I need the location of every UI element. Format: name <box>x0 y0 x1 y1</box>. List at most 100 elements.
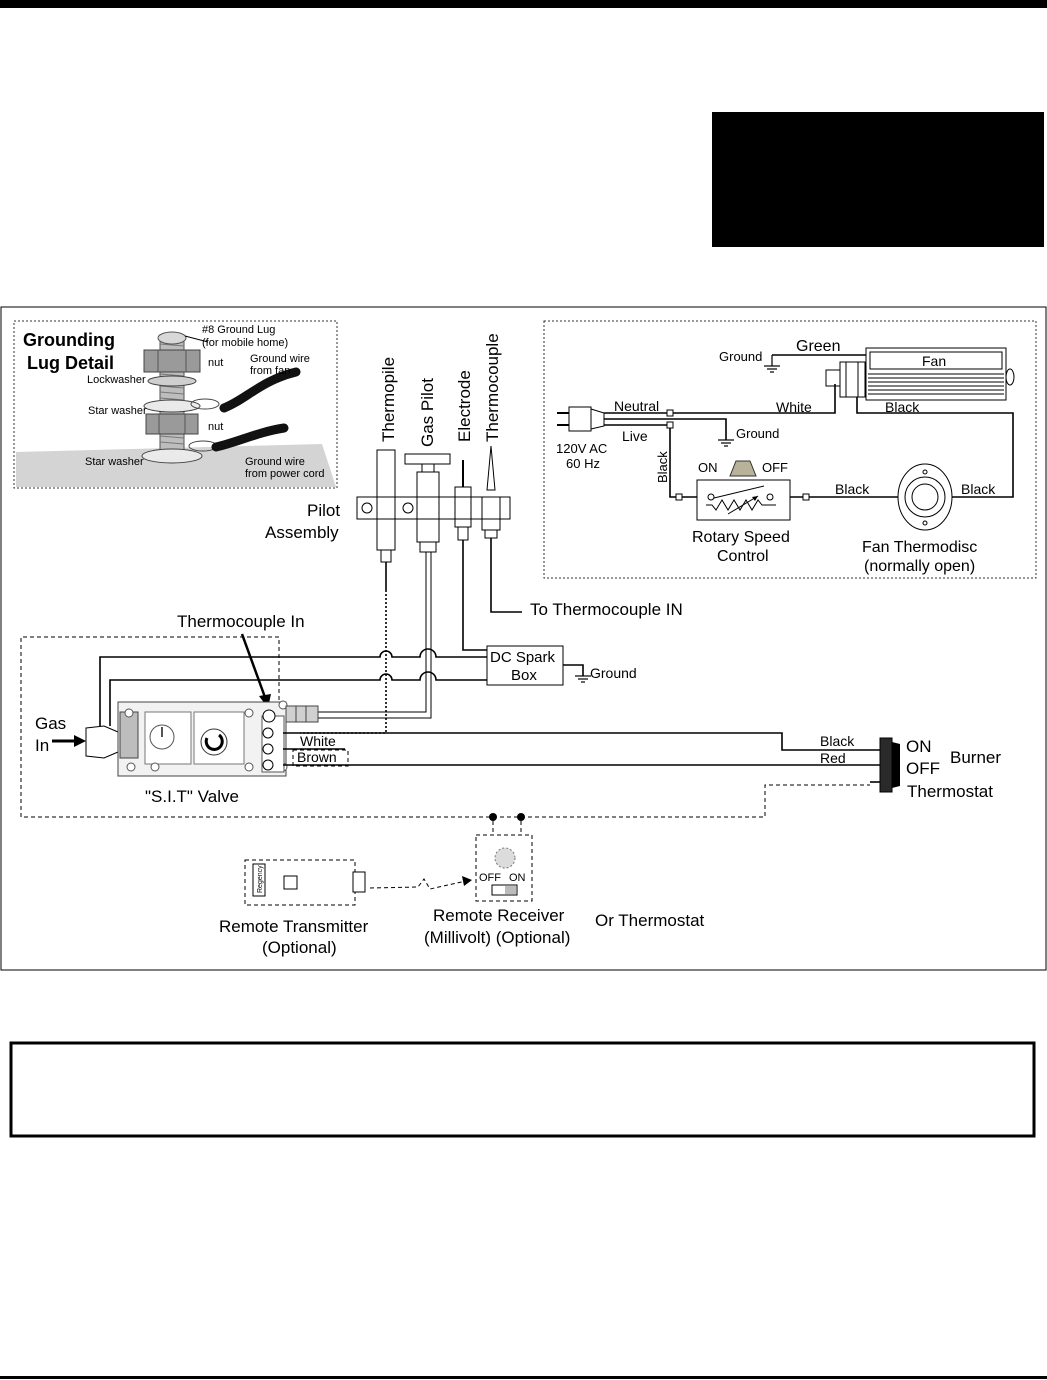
ground-wire-cord-label-1: Ground wire <box>245 456 305 468</box>
ground-symbol-spark <box>575 675 591 683</box>
star-washer-lower-label: Star washer <box>85 456 144 468</box>
upper-star-washer <box>143 399 201 413</box>
grounding-lug-detail: Grounding Lug Detail #8 Ground Lug (for … <box>13 320 338 489</box>
thermostat-wiring: Black Red <box>283 732 880 766</box>
spark-ground-label: Ground <box>590 665 637 681</box>
neutral-label: Neutral <box>614 398 659 414</box>
fan-circuit: Ground Green Fan <box>543 320 1037 579</box>
plug-ground-label: Ground <box>736 426 779 441</box>
thermocouple <box>486 445 496 491</box>
transmitter-brand: Regency <box>257 865 264 893</box>
control-on-label: ON <box>698 460 718 475</box>
remote-receiver: OFF ON Remote Receiver (Millivolt) (Opti… <box>424 813 705 947</box>
to-thermocouple-label: To Thermocouple IN <box>530 600 683 619</box>
black-motor-label: Black <box>885 399 920 415</box>
rotary-speed-control <box>696 460 791 521</box>
ground-wire-plug <box>604 418 727 440</box>
gas-in-label-1: Gas <box>35 714 66 733</box>
receiver-on-label: ON <box>509 872 526 884</box>
spark-box-wiring: DC Spark Box Ground Thermocouple In <box>99 612 637 726</box>
thermopile-label: Thermopile <box>379 357 398 442</box>
pilot-outlet-fitting <box>285 705 319 723</box>
ground-symbol-plug <box>718 439 734 447</box>
burner-label: Burner <box>950 748 1001 767</box>
burner-on-label: ON <box>906 737 932 756</box>
lockwasher-label: Lockwasher <box>87 374 146 386</box>
neutral-wire <box>604 384 836 414</box>
control-label-1: Rotary Speed <box>692 529 790 546</box>
receiver-label-2: (Millivolt) (Optional) <box>424 928 570 947</box>
bottom-rule <box>0 1376 1047 1379</box>
black-motor-wire <box>856 397 1014 498</box>
brown-terminal-label: Brown <box>297 749 337 765</box>
transmitter-label-1: Remote Transmitter <box>219 917 369 936</box>
black-from-disc-label: Black <box>961 481 996 497</box>
gas-pilot-hood <box>404 453 451 465</box>
valve-label: "S.I.T" Valve <box>145 787 239 806</box>
ground-symbol-fan <box>764 355 780 373</box>
or-thermostat-label: Or Thermostat <box>595 911 705 930</box>
spark-box-label-1: DC Spark <box>490 649 556 666</box>
lower-star-washer <box>141 448 203 464</box>
thermostat-label: Thermostat <box>907 782 993 801</box>
jumper-box <box>292 749 349 767</box>
receiver-label-1: Remote Receiver <box>433 906 565 925</box>
sit-valve: Gas In White Brown "S.I.T" Valve <box>35 700 349 806</box>
signal-arrow <box>369 878 467 890</box>
dc-spark-box <box>486 645 564 686</box>
fan-motor <box>825 361 866 398</box>
control-knob <box>729 460 757 477</box>
spark-box-label-2: Box <box>511 667 537 684</box>
spark-loop-upper <box>99 648 487 726</box>
top-rule <box>0 0 1047 8</box>
live-wire <box>604 424 697 498</box>
remote-transmitter: Regency Remote Transmitter (Optional) <box>219 859 472 957</box>
pilot-assembly-label-2: Assembly <box>265 523 339 542</box>
control-boundary <box>20 636 870 818</box>
black-thermostat-label: Black <box>820 733 855 749</box>
burner-switch: ON OFF Burner Thermostat <box>870 737 1001 801</box>
supply-label-1: 120V AC <box>556 441 607 456</box>
supply-label-2: 60 Hz <box>566 456 600 471</box>
pilot-assembly: Thermopile Gas Pilot Electrode Thermocou… <box>265 333 511 590</box>
nut-upper-label: nut <box>208 357 223 369</box>
electrode-label: Electrode <box>455 370 474 442</box>
ground-wire-fan-label-1: Ground wire <box>250 353 310 365</box>
thermocouple-lead <box>490 538 522 613</box>
mounting-sheet <box>16 444 336 487</box>
spark-loop-lower <box>109 671 487 726</box>
thermocouple-label: Thermocouple <box>483 333 502 442</box>
gas-pilot-tube <box>318 552 427 713</box>
star-washer-upper-label: Star washer <box>88 405 147 417</box>
receiver-slide-switch <box>491 884 518 896</box>
black-thermostat-wire <box>283 732 880 751</box>
note-box <box>9 1041 1036 1138</box>
ground-lug-label-1: #8 Ground Lug <box>202 324 275 336</box>
gas-pilot-label: Gas Pilot <box>418 378 437 447</box>
gas-in-label-2: In <box>35 736 49 755</box>
thermodisc-label-1: Fan Thermodisc <box>862 539 977 556</box>
burner-off-label: OFF <box>906 759 940 778</box>
pilot-assembly-label-1: Pilot <box>307 501 340 520</box>
fan: Fan <box>865 347 1015 401</box>
receiver-sensor <box>494 847 516 869</box>
pilot-wiring: To Thermocouple IN <box>300 538 683 734</box>
control-label-2: Control <box>717 548 769 565</box>
green-wire-label: Green <box>796 338 840 355</box>
red-thermostat-label: Red <box>820 750 846 766</box>
fan-thermodisc <box>897 463 953 531</box>
transmitter-label-2: (Optional) <box>262 938 337 957</box>
electrode-lead <box>462 540 487 651</box>
fan-label: Fan <box>922 353 946 369</box>
white-wire-label: White <box>776 399 812 415</box>
upper-ring-terminal <box>190 398 220 410</box>
power-plug <box>557 406 605 432</box>
control-off-label: OFF <box>762 460 788 475</box>
upper-nut <box>143 349 201 373</box>
thermocouple-port <box>262 709 276 723</box>
thermodisc-label-2: (normally open) <box>864 558 975 575</box>
ground-wire-from-cord <box>211 423 289 452</box>
grounding-title-1: Grounding <box>23 330 115 350</box>
thermocouple-in-label: Thermocouple In <box>177 612 305 631</box>
